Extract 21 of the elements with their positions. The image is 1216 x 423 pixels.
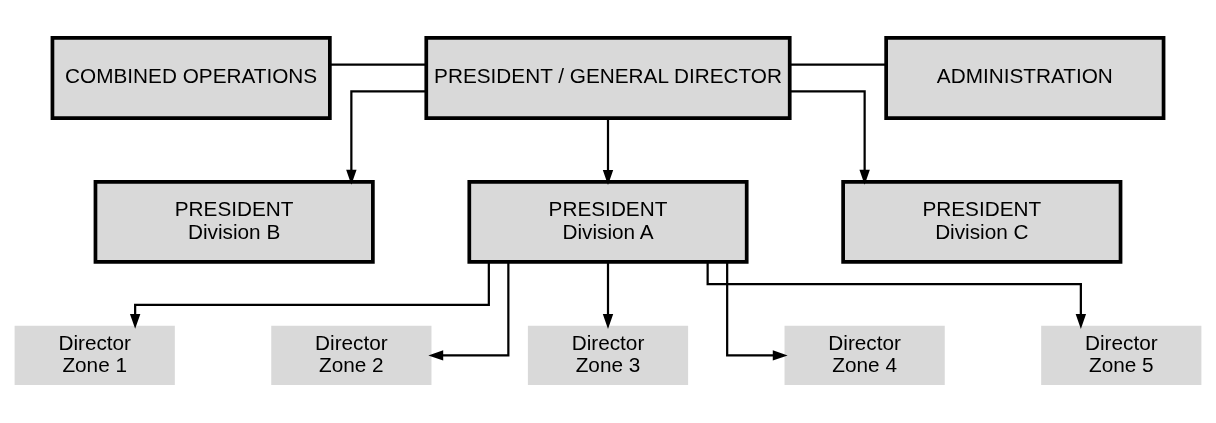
node-box: Director Zone 4 (784, 325, 945, 386)
node-box: ADMINISTRATION (884, 36, 1166, 120)
arrow (428, 261, 510, 361)
arrow (346, 90, 426, 185)
node-box: Director Zone 1 (14, 325, 175, 386)
connector (790, 63, 886, 66)
arrow (602, 261, 614, 329)
arrow (790, 90, 870, 185)
node-box: Director Zone 5 (1041, 325, 1202, 386)
node-box: PRESIDENT / GENERAL DIRECTOR (424, 36, 792, 120)
arrow (602, 118, 614, 185)
node-box: Director Zone 3 (527, 325, 689, 386)
node-box: PRESIDENT Division A (467, 179, 749, 264)
node-box: PRESIDENT Division C (841, 179, 1123, 264)
node-box: PRESIDENT Division B (93, 179, 375, 264)
connector (329, 63, 427, 66)
node-box: COMBINED OPERATIONS (50, 36, 332, 120)
arrow (726, 261, 788, 361)
arrow (706, 262, 1087, 329)
node-box: Director Zone 2 (271, 325, 432, 386)
arrow (129, 261, 490, 329)
